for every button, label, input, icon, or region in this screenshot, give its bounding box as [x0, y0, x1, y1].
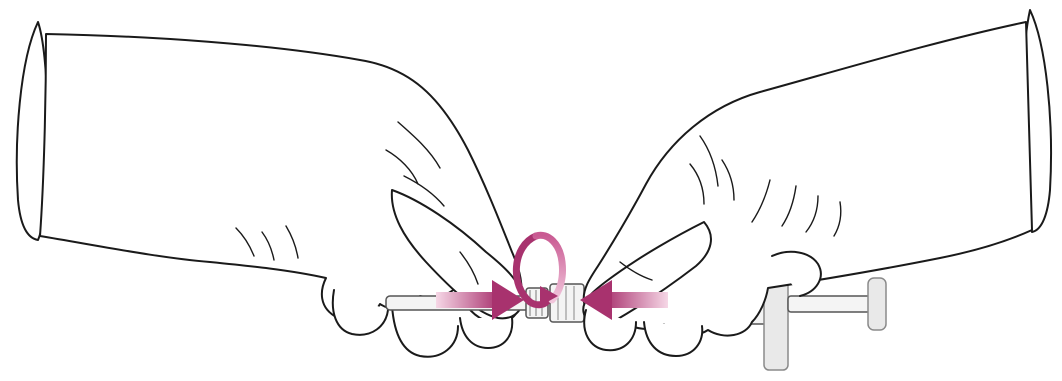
right-glove-finger-lower-2: [644, 322, 702, 356]
plunger-head: [868, 278, 886, 330]
left-glove-finger-lower-2: [392, 306, 458, 357]
plunger-rod: [788, 296, 872, 312]
left-glove-finger-lower-3: [460, 318, 512, 348]
